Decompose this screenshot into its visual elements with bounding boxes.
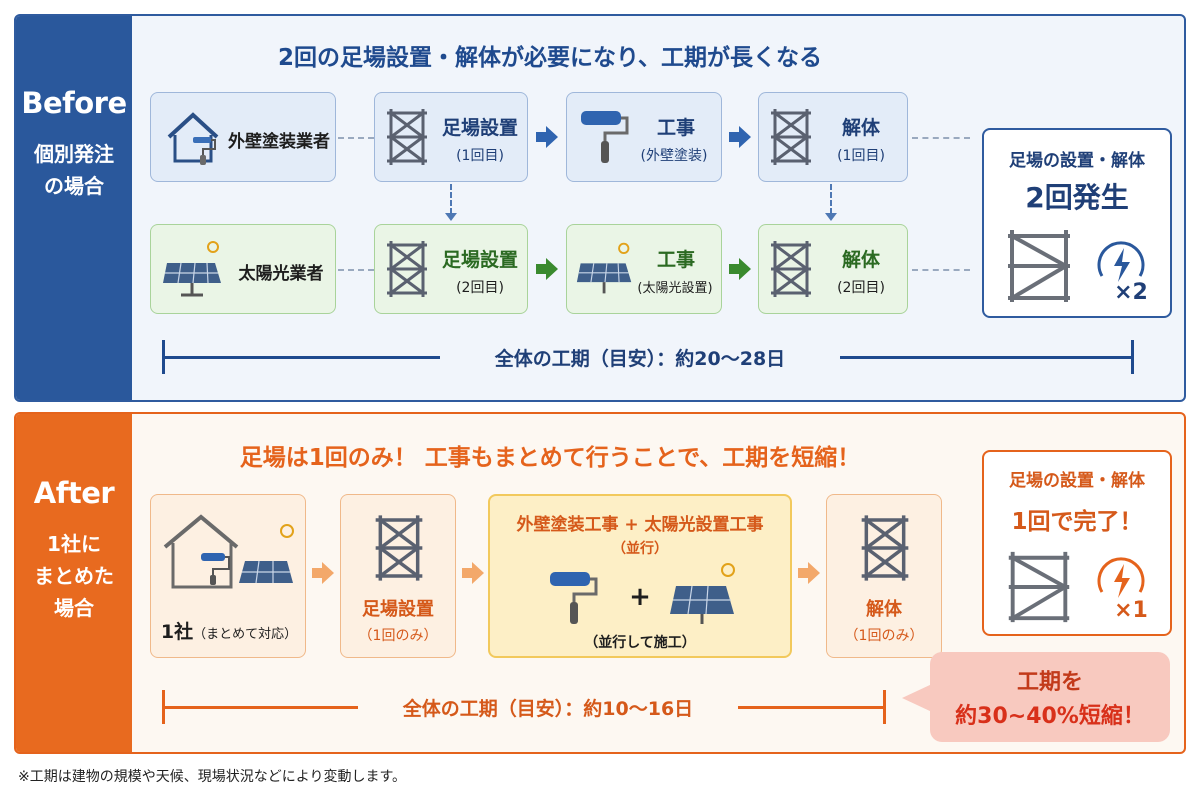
dependency-line bbox=[450, 184, 452, 214]
connector-line bbox=[338, 269, 374, 271]
scaffold-icon bbox=[861, 515, 909, 581]
paint-work-sub: (外壁塗装) bbox=[640, 148, 708, 164]
arrow-right-icon bbox=[798, 562, 820, 584]
dismantle-1-box: 解体 (1回目) bbox=[758, 92, 908, 182]
dismantle-1-title: 解体 bbox=[841, 117, 880, 139]
scaffold-setup-1-sub: (1回目) bbox=[456, 148, 504, 164]
one-company-main: 1社 bbox=[160, 621, 194, 643]
after-headline: 足場は1回のみ！ 工事もまとめて行うことで、工期を短縮！ bbox=[239, 445, 861, 471]
scaffold-setup-1-box: 足場設置 (1回目) bbox=[374, 92, 528, 182]
after-label-jp-1: 1社に bbox=[47, 532, 101, 556]
solar-panel-icon bbox=[670, 563, 735, 624]
connector-line bbox=[338, 137, 374, 139]
scaffold-setup-1-title: 足場設置 bbox=[441, 117, 518, 139]
scaffold-icon bbox=[1008, 230, 1070, 302]
after-scaffold-sub: （1回のみ） bbox=[358, 628, 438, 644]
before-label-jp-2: の場合 bbox=[44, 174, 104, 198]
callout-line-2: 約30~40%短縮！ bbox=[955, 704, 1145, 729]
dismantle-1-sub: (1回目) bbox=[837, 148, 885, 164]
before-summary-big: 2回発生 bbox=[1025, 181, 1129, 214]
after-scaffold-title: 足場設置 bbox=[362, 599, 434, 620]
after-summary-title: 足場の設置・解体 bbox=[1009, 471, 1145, 491]
footnote: ※工期は建物の規模や天候、現場状況などにより変動します。 bbox=[18, 769, 407, 785]
period-end-tick bbox=[1131, 340, 1134, 374]
after-label-en: After bbox=[33, 476, 115, 510]
paint-contractor-box: 外壁塗装業者 bbox=[150, 92, 336, 182]
after-scaffold-box: 足場設置 （1回のみ） bbox=[340, 494, 456, 658]
before-side-label: Before 個別発注 の場合 bbox=[16, 16, 132, 400]
after-dismantle-sub: （1回のみ） bbox=[844, 628, 924, 644]
arrow-down-icon bbox=[825, 213, 837, 221]
arrow-right-icon bbox=[312, 562, 334, 584]
connector-line bbox=[912, 137, 970, 139]
scaffold-setup-2-box: 足場設置 (2回目) bbox=[374, 224, 528, 314]
solar-panel-icon bbox=[576, 242, 632, 294]
one-company-label: 1社（まとめて対応） bbox=[151, 617, 307, 644]
dismantle-2-sub: (2回目) bbox=[837, 280, 885, 296]
after-side-label: After 1社に まとめた 場合 bbox=[16, 414, 132, 752]
one-company-sub: （まとめて対応） bbox=[193, 627, 298, 642]
before-label-jp-1: 個別発注 bbox=[34, 142, 114, 166]
scaffold-setup-2-sub: (2回目) bbox=[456, 280, 504, 296]
scaffold-icon bbox=[1008, 551, 1070, 623]
before-summary-title: 足場の設置・解体 bbox=[1009, 151, 1145, 171]
scaffold-icon bbox=[771, 241, 811, 297]
before-period-text: 全体の工期（目安）：約20〜28日 bbox=[440, 344, 840, 371]
period-start-tick bbox=[162, 690, 165, 724]
after-dismantle-title: 解体 bbox=[866, 599, 902, 620]
before-summary-badge: ×2 bbox=[1114, 280, 1148, 305]
reduction-callout: 工期を 約30~40%短縮！ bbox=[930, 652, 1170, 742]
house-solar-icon bbox=[163, 514, 294, 589]
after-label-jp-3: 場合 bbox=[54, 596, 94, 620]
solar-work-title: 工事 bbox=[656, 249, 695, 271]
before-summary-box: 足場の設置・解体 2回発生 ×2 bbox=[982, 128, 1172, 318]
solar-panel-icon bbox=[163, 241, 221, 297]
callout-line-1: 工期を bbox=[1016, 670, 1083, 695]
paint-roller-icon bbox=[581, 111, 629, 163]
scaffold-icon bbox=[387, 109, 427, 165]
parallel-note: （並行して施工） bbox=[584, 635, 696, 651]
paint-roller-icon bbox=[550, 572, 598, 624]
arrow-right-icon bbox=[536, 126, 558, 148]
arrow-right-icon bbox=[536, 258, 558, 280]
combined-work-sub: （並行） bbox=[612, 541, 668, 557]
plus-sign: + bbox=[629, 582, 651, 612]
one-company-box: 1社（まとめて対応） bbox=[150, 494, 306, 658]
paint-work-title: 工事 bbox=[656, 117, 695, 139]
dependency-line bbox=[830, 184, 832, 214]
solar-contractor-label: 太陽光業者 bbox=[238, 264, 324, 284]
before-label-en: Before bbox=[21, 86, 127, 120]
paint-work-box: 工事 (外壁塗装) bbox=[566, 92, 722, 182]
after-summary-box: 足場の設置・解体 1回で完了！ ×1 bbox=[982, 450, 1172, 636]
arrow-right-icon bbox=[729, 258, 751, 280]
after-summary-big: 1回で完了！ bbox=[1011, 509, 1143, 535]
after-summary-badge: ×1 bbox=[1114, 598, 1148, 623]
dismantle-2-title: 解体 bbox=[841, 249, 880, 271]
arrow-right-icon bbox=[729, 126, 751, 148]
scaffold-icon bbox=[375, 515, 423, 581]
house-roller-icon bbox=[167, 112, 219, 165]
scaffold-setup-2-title: 足場設置 bbox=[441, 249, 518, 271]
solar-work-sub: (太陽光設置) bbox=[637, 281, 713, 296]
lightning-cycle-icon bbox=[1097, 557, 1145, 598]
connector-line bbox=[912, 269, 970, 271]
lightning-cycle-icon bbox=[1097, 241, 1145, 282]
period-start-tick bbox=[162, 340, 165, 374]
scaffold-icon bbox=[771, 109, 811, 165]
after-label-jp-2: まとめた bbox=[34, 564, 114, 588]
scaffold-icon bbox=[387, 241, 427, 297]
solar-contractor-box: 太陽光業者 bbox=[150, 224, 336, 314]
solar-work-box: 工事 (太陽光設置) bbox=[566, 224, 722, 314]
arrow-right-icon bbox=[462, 562, 484, 584]
before-headline: 2回の足場設置・解体が必要になり、工期が長くなる bbox=[277, 45, 823, 71]
paint-contractor-label: 外壁塗装業者 bbox=[228, 132, 330, 152]
dismantle-2-box: 解体 (2回目) bbox=[758, 224, 908, 314]
after-period-text: 全体の工期（目安）：約10〜16日 bbox=[358, 694, 738, 721]
combined-work-box: 外壁塗装工事 + 太陽光設置工事 （並行） + （並行して施工） bbox=[488, 494, 792, 658]
callout-tail bbox=[902, 684, 932, 712]
period-end-tick bbox=[883, 690, 886, 724]
combined-work-title: 外壁塗装工事 + 太陽光設置工事 bbox=[516, 515, 764, 535]
arrow-down-icon bbox=[445, 213, 457, 221]
after-dismantle-box: 解体 （1回のみ） bbox=[826, 494, 942, 658]
